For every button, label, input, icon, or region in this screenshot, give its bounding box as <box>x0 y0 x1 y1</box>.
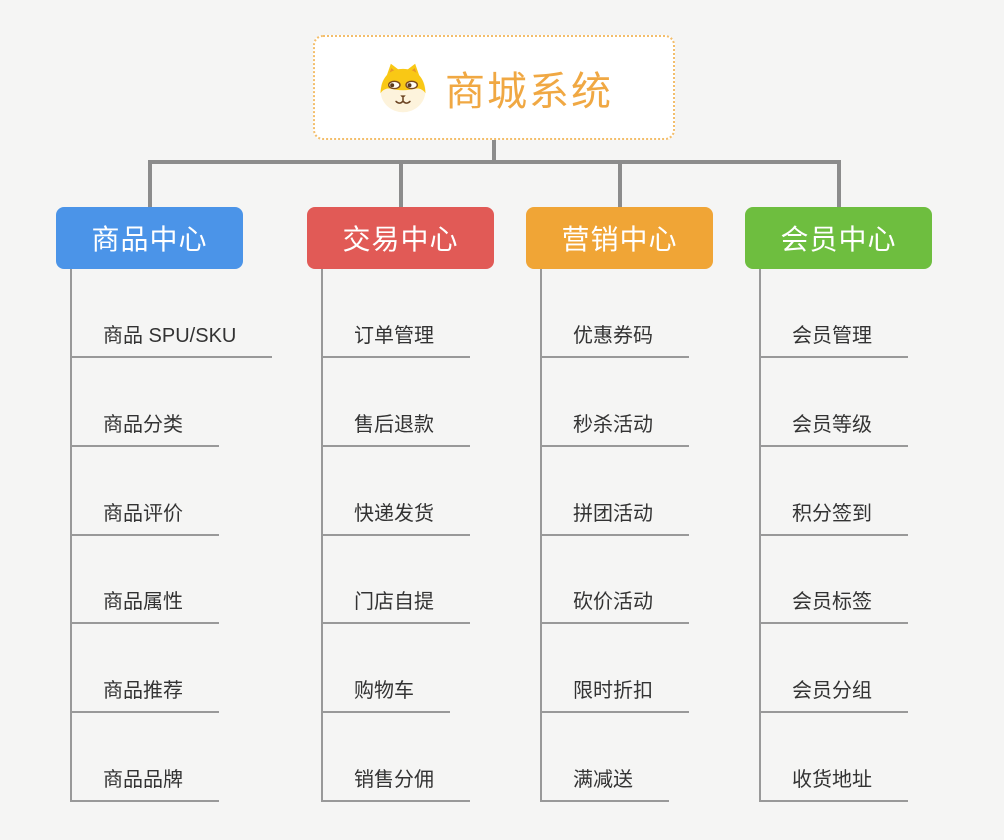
dog-face-icon <box>380 63 426 112</box>
mindmap-node-product-review[interactable]: 商品评价 <box>70 500 219 536</box>
mindmap-node-order-management[interactable]: 订单管理 <box>321 322 470 358</box>
mindmap-node-group-buy[interactable]: 拼团活动 <box>540 500 689 536</box>
connector-horizontal-rail <box>148 160 841 164</box>
branch-node-product-center[interactable]: 商品中心 <box>56 207 243 269</box>
mindmap-node-product-category[interactable]: 商品分类 <box>70 411 219 447</box>
connector-drop-marketing <box>618 160 622 208</box>
branch-product-center: 商品中心 商品 SPU/SKU 商品分类 商品评价 商品属性 商品推荐 商品品牌 <box>56 207 273 807</box>
mindmap-node-product-brand[interactable]: 商品品牌 <box>70 766 219 802</box>
branch-trade-center: 交易中心 订单管理 售后退款 快递发货 门店自提 购物车 销售分佣 <box>307 207 494 807</box>
mindmap-node-express-shipping[interactable]: 快递发货 <box>321 500 470 536</box>
mindmap-node-store-pickup[interactable]: 门店自提 <box>321 588 470 624</box>
mindmap-node-bargain-activity[interactable]: 砍价活动 <box>540 588 689 624</box>
connector-drop-member <box>837 160 841 208</box>
mindmap-node-spend-and-save[interactable]: 满减送 <box>540 766 669 802</box>
branch-node-marketing-center[interactable]: 营销中心 <box>526 207 713 269</box>
connector-drop-trade <box>399 160 403 208</box>
branch-member-center: 会员中心 会员管理 会员等级 积分签到 会员标签 会员分组 收货地址 <box>745 207 932 807</box>
mindmap-node-coupon-code[interactable]: 优惠券码 <box>540 322 689 358</box>
mindmap-node-member-level[interactable]: 会员等级 <box>759 411 908 447</box>
mindmap-node-points-checkin[interactable]: 积分签到 <box>759 500 908 536</box>
branch-node-member-center[interactable]: 会员中心 <box>745 207 932 269</box>
mindmap-node-product-spu-sku[interactable]: 商品 SPU/SKU <box>70 322 273 358</box>
mindmap-node-sales-commission[interactable]: 销售分佣 <box>321 766 470 802</box>
mindmap-node-shopping-cart[interactable]: 购物车 <box>321 677 450 713</box>
connector-drop-product <box>148 160 152 208</box>
branch-marketing-center: 营销中心 优惠券码 秒杀活动 拼团活动 砍价活动 限时折扣 满减送 <box>526 207 713 807</box>
mindmap-node-member-management[interactable]: 会员管理 <box>759 322 908 358</box>
root-node-mall-system[interactable]: 商城系统 <box>313 35 675 140</box>
root-node-title: 商城系统 <box>445 69 613 114</box>
mindmap-node-member-groups[interactable]: 会员分组 <box>759 677 908 713</box>
mindmap-node-product-recommend[interactable]: 商品推荐 <box>70 677 219 713</box>
mindmap-node-flash-sale[interactable]: 秒杀活动 <box>540 411 689 447</box>
mindmap-node-member-tags[interactable]: 会员标签 <box>759 588 908 624</box>
mindmap-node-shipping-address[interactable]: 收货地址 <box>759 766 908 802</box>
mindmap-node-limited-time-discount[interactable]: 限时折扣 <box>540 677 689 713</box>
branch-node-trade-center[interactable]: 交易中心 <box>307 207 494 269</box>
mindmap-node-aftersale-refund[interactable]: 售后退款 <box>321 411 470 447</box>
connector-root-stub <box>492 140 496 163</box>
mindmap-node-product-attribute[interactable]: 商品属性 <box>70 588 219 624</box>
